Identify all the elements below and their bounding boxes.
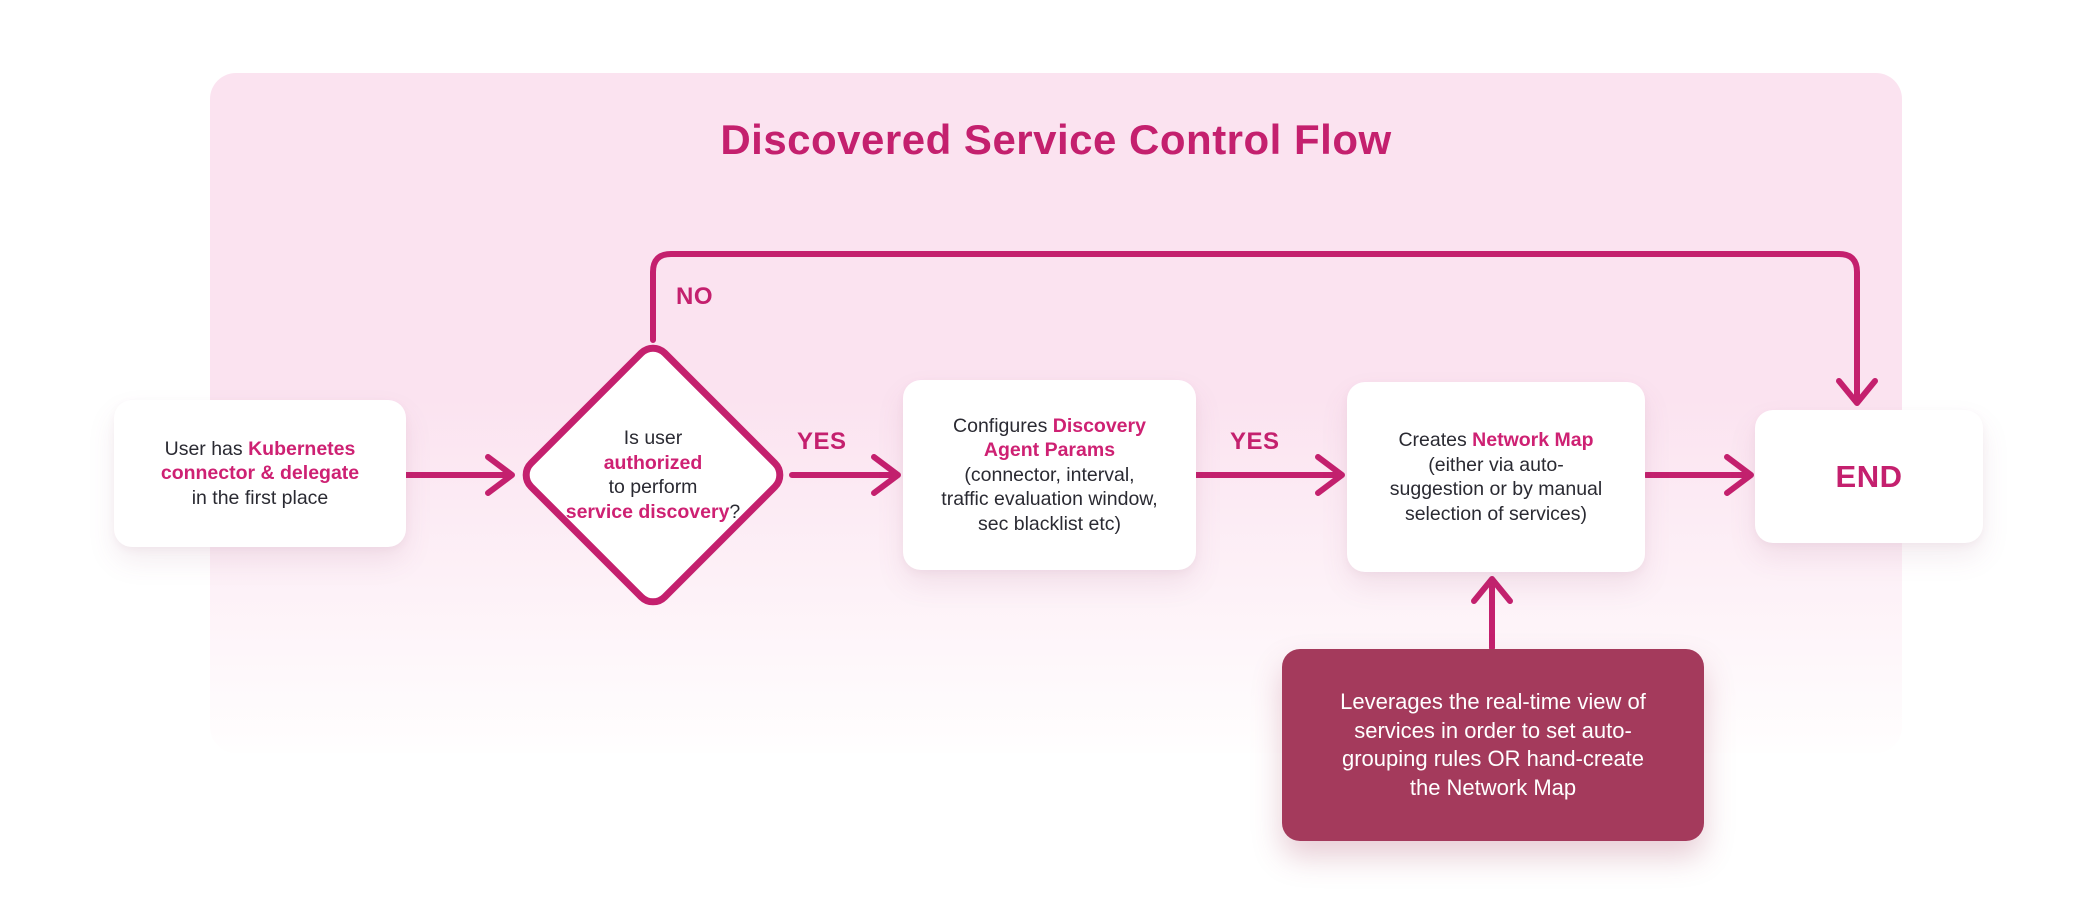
diagram-title: Discovered Service Control Flow bbox=[720, 116, 1392, 163]
edge-label-no: NO bbox=[676, 283, 713, 310]
edge-label-yes-right: YES bbox=[1230, 428, 1280, 455]
node-creates-network-map: Creates Network Map(either via auto-sugg… bbox=[1347, 382, 1645, 572]
node-end: END bbox=[1755, 410, 1983, 543]
edge-label-yes-left: YES bbox=[797, 428, 847, 455]
